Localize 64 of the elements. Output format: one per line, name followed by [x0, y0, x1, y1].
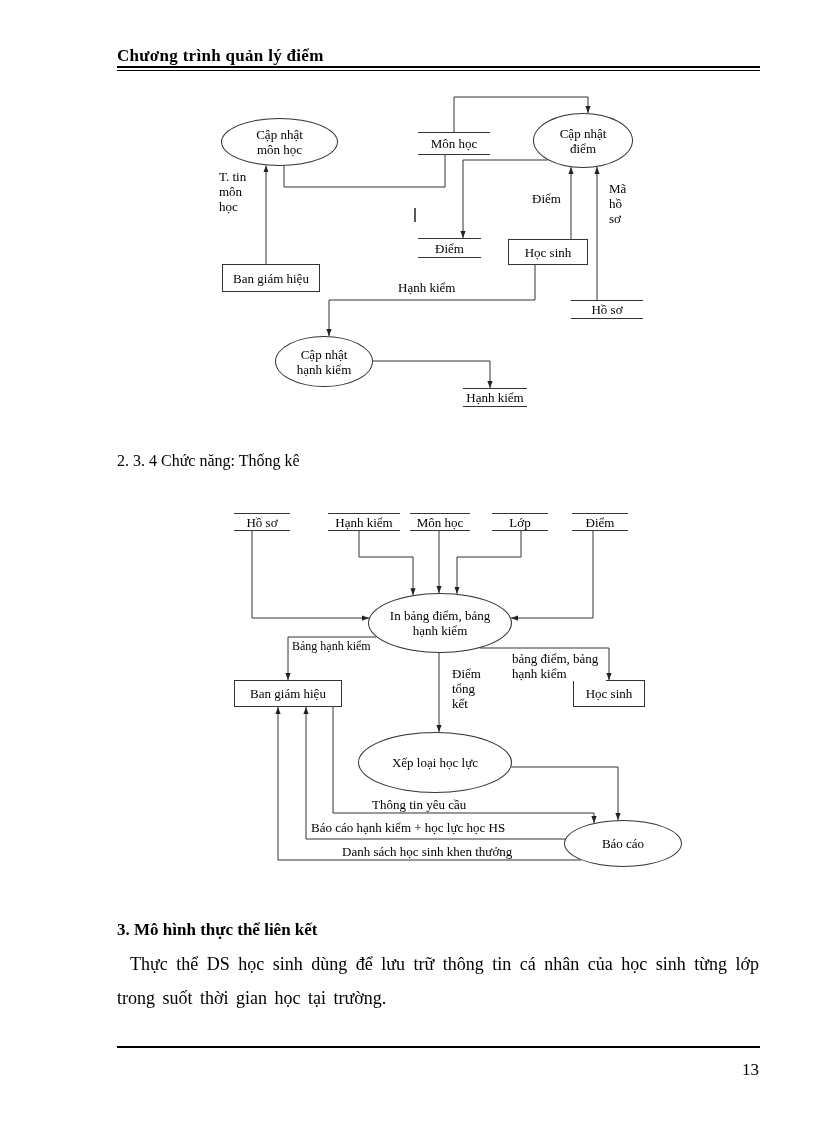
- entity-box: [573, 680, 645, 707]
- node-text: Điểm: [585, 514, 615, 530]
- arrow: [436, 652, 442, 733]
- arrow: [510, 530, 594, 621]
- entity-box: [222, 264, 320, 292]
- node-text: Hạnh kiểm: [335, 514, 393, 530]
- arrow: [568, 166, 574, 240]
- data-store: [328, 513, 400, 531]
- edge-label: Hạnh kiểm: [398, 280, 456, 295]
- node-text: Hồ sơ: [246, 514, 278, 530]
- edge-label: Bảng hạnh kiểm: [292, 639, 371, 653]
- edge-label: Thông tin yêu cầu: [372, 797, 467, 812]
- data-store: [492, 513, 548, 531]
- arrow: [510, 766, 621, 821]
- edge-label: Điểm: [532, 191, 561, 206]
- node-text: Cập nhật điểm: [558, 125, 608, 156]
- arrow: [436, 530, 442, 594]
- node-text: Điểm: [435, 240, 464, 256]
- arrow: [285, 636, 377, 681]
- node-text: Báo cáo: [601, 836, 645, 851]
- node-text: Hạnh kiểm: [466, 390, 524, 405]
- data-store: [572, 513, 628, 531]
- page-number: 13: [741, 1060, 759, 1080]
- arrow: [251, 530, 370, 621]
- edge-label: Mã hồ sơ: [609, 181, 627, 226]
- node-text: Học sinh: [585, 686, 633, 701]
- node-text: Môn học: [416, 514, 464, 530]
- arrow: [372, 360, 493, 389]
- arrow: [454, 530, 522, 595]
- edge-label: Điểm tổng kết: [452, 666, 481, 711]
- node-text: Ban giám hiệu: [250, 686, 326, 701]
- arrow: [479, 647, 612, 681]
- node-text: Hồ sơ: [591, 302, 623, 317]
- arrow: [453, 96, 591, 133]
- data-store: [418, 238, 481, 258]
- arrow: [303, 706, 566, 840]
- body-paragraph: Thực thể DS học sinh dùng để lưu trữ thông tin cá nhân của học sinh từng lớp trong suốt thời gian học tại trường.: [117, 953, 759, 1010]
- data-store: [418, 132, 490, 155]
- entity-box: [234, 680, 342, 707]
- arrow: [332, 706, 597, 824]
- section-heading: 2. 3. 4 Chức năng: Thống kê: [117, 451, 300, 471]
- node-text: Học sinh: [524, 244, 572, 260]
- node-text: Lớp: [509, 514, 531, 530]
- arrow: [326, 264, 536, 337]
- entity-box: [508, 239, 588, 265]
- edge-label: bảng điểm, bảng hạnh kiểm: [512, 651, 606, 681]
- edge-label: Danh sách học sinh khen thưởng: [342, 844, 513, 859]
- node-text: Môn học: [430, 136, 478, 151]
- node-text: In bảng điểm, bảng hạnh kiểm: [388, 608, 492, 638]
- arrow: [594, 166, 600, 301]
- arrow: [460, 159, 549, 239]
- data-store: [410, 513, 470, 531]
- arrow: [263, 164, 269, 265]
- running-header: Chương trình quản lý điểm: [117, 46, 324, 66]
- node-text: Xếp loại học lực: [391, 755, 479, 770]
- arrow: [275, 706, 582, 861]
- node-text: Ban giám hiệu: [233, 270, 309, 286]
- connector-line: [283, 154, 446, 188]
- node-text: Cập nhật môn học: [255, 127, 304, 157]
- section-heading: 3. Mô hình thực thể liên kết: [117, 920, 318, 940]
- edge-label: Báo cáo hạnh kiểm + học lực học HS: [311, 820, 506, 835]
- data-store: [571, 300, 643, 319]
- node-text: Cập nhật hạnh kiểm: [295, 346, 353, 377]
- data-store: [234, 513, 290, 531]
